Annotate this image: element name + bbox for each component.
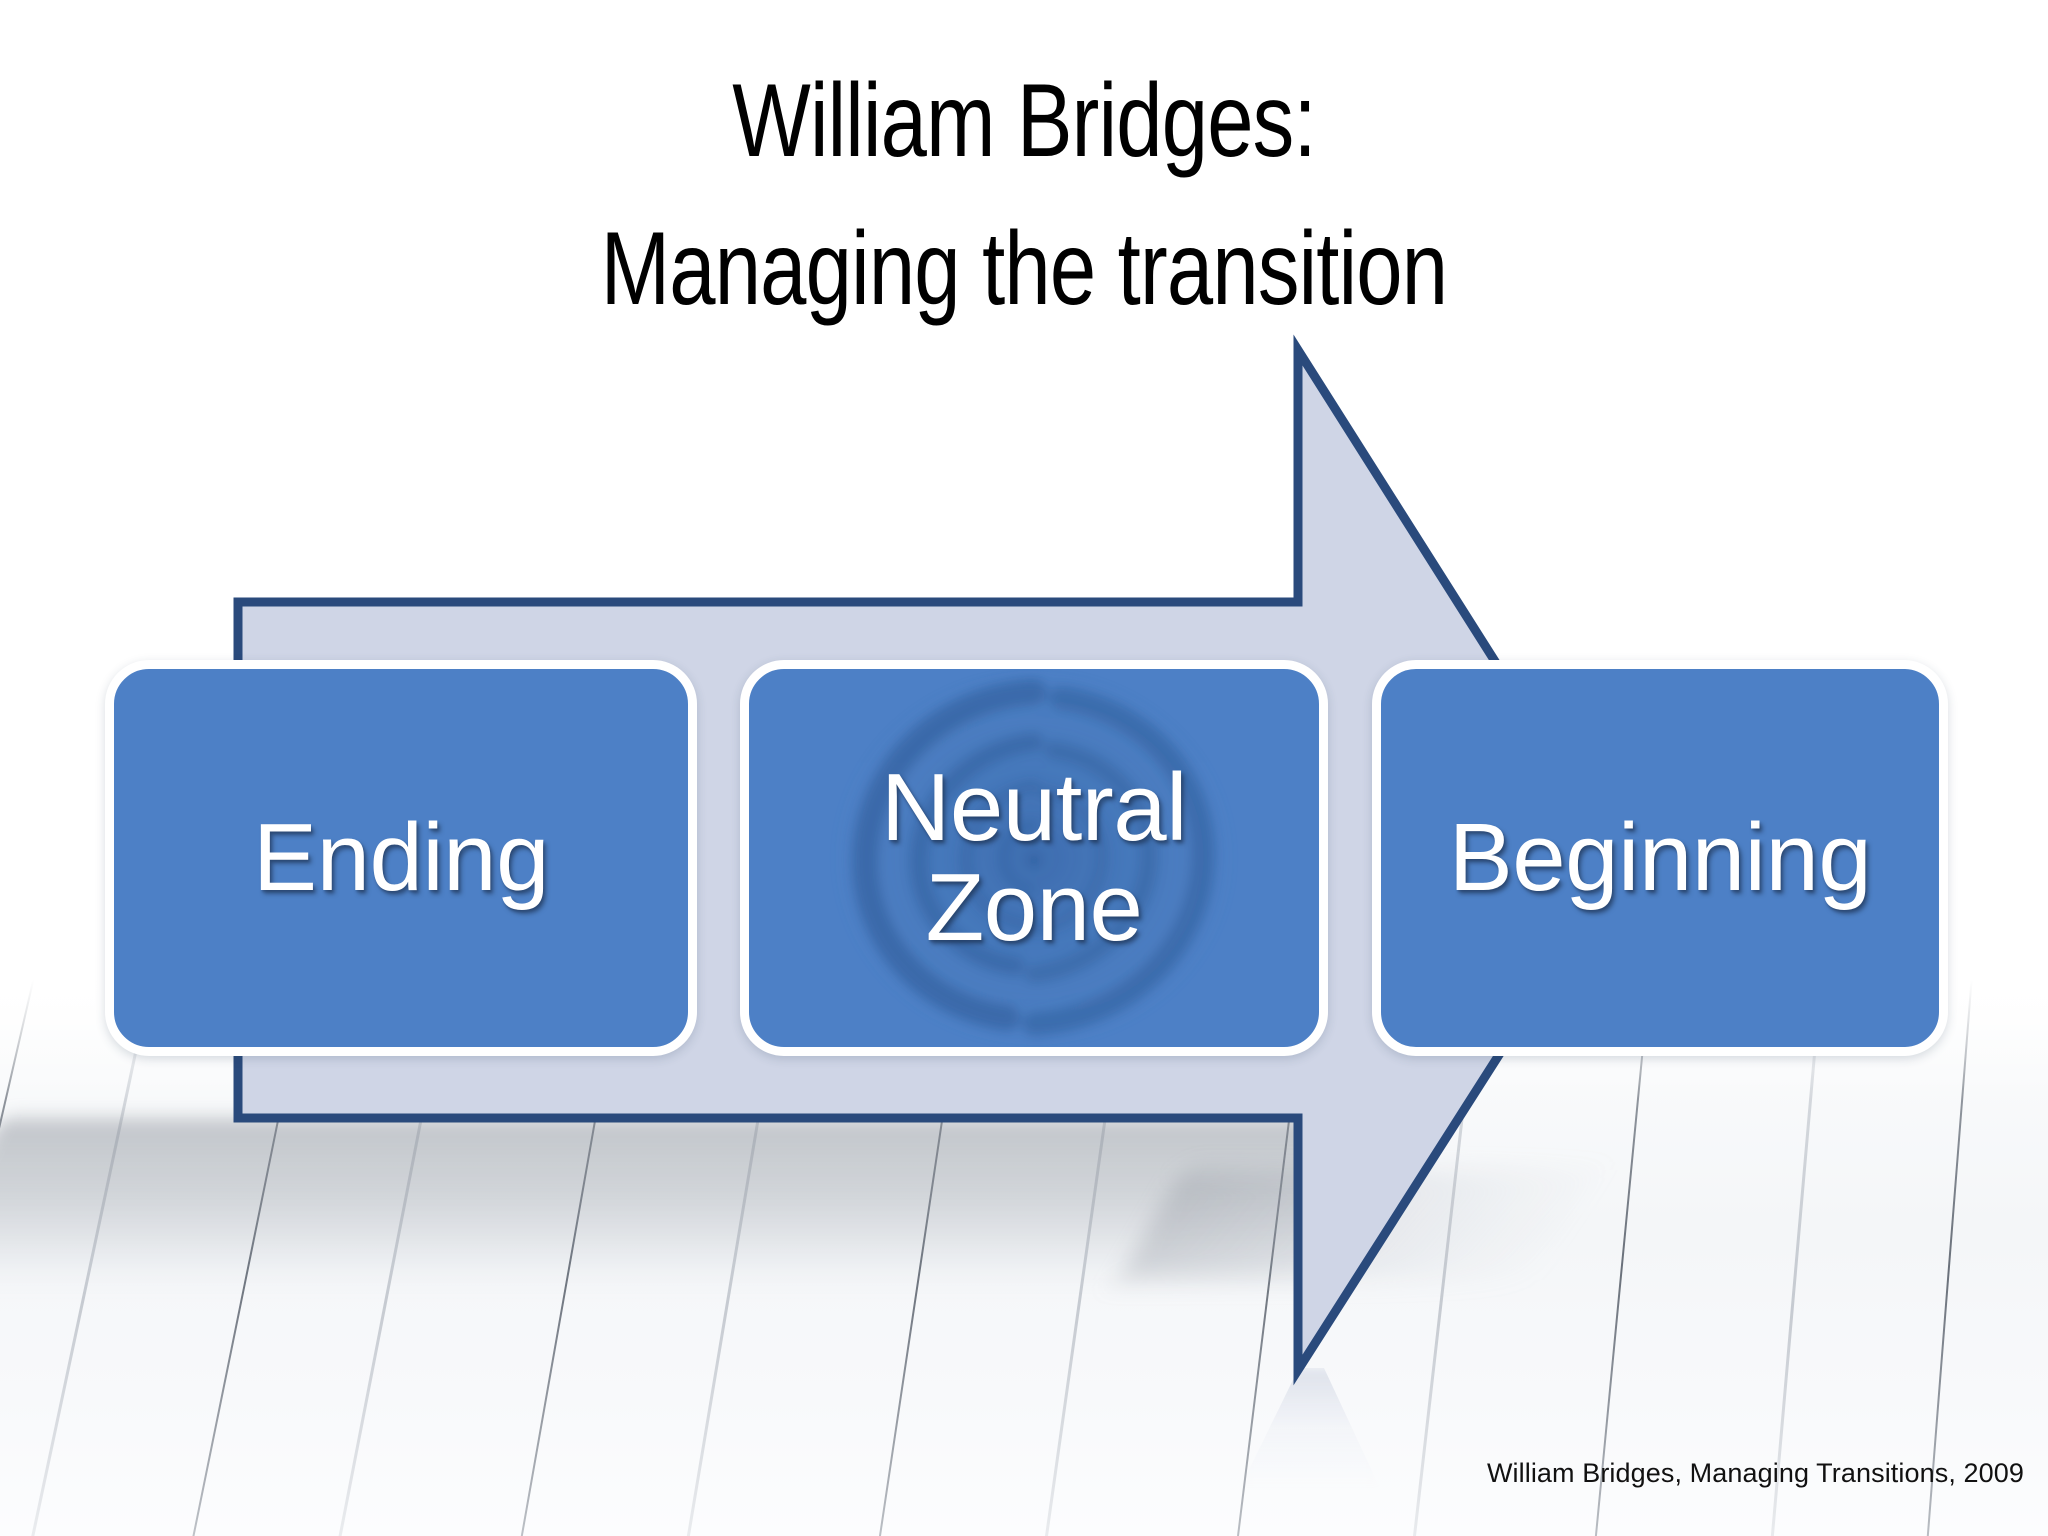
stage-box-ending[interactable]: Ending bbox=[105, 660, 697, 1056]
source-citation: William Bridges, Managing Transitions, 2… bbox=[1486, 1458, 2024, 1488]
arrow-tip-shadow bbox=[1118, 1170, 1602, 1280]
stage-box-neutral-zone[interactable]: Neutral Zone bbox=[740, 660, 1328, 1056]
stage-label-ending: Ending bbox=[253, 804, 549, 912]
stage-box-beginning[interactable]: Beginning bbox=[1372, 660, 1948, 1056]
stage-label-neutral-zone: Neutral Zone bbox=[881, 754, 1187, 961]
stage-label-beginning: Beginning bbox=[1448, 804, 1872, 912]
title-line-2: Managing the transition bbox=[600, 210, 1448, 327]
title-line-1: William Bridges: bbox=[732, 63, 1316, 179]
slide-title: William Bridges: Managing the transition bbox=[205, 48, 1843, 343]
